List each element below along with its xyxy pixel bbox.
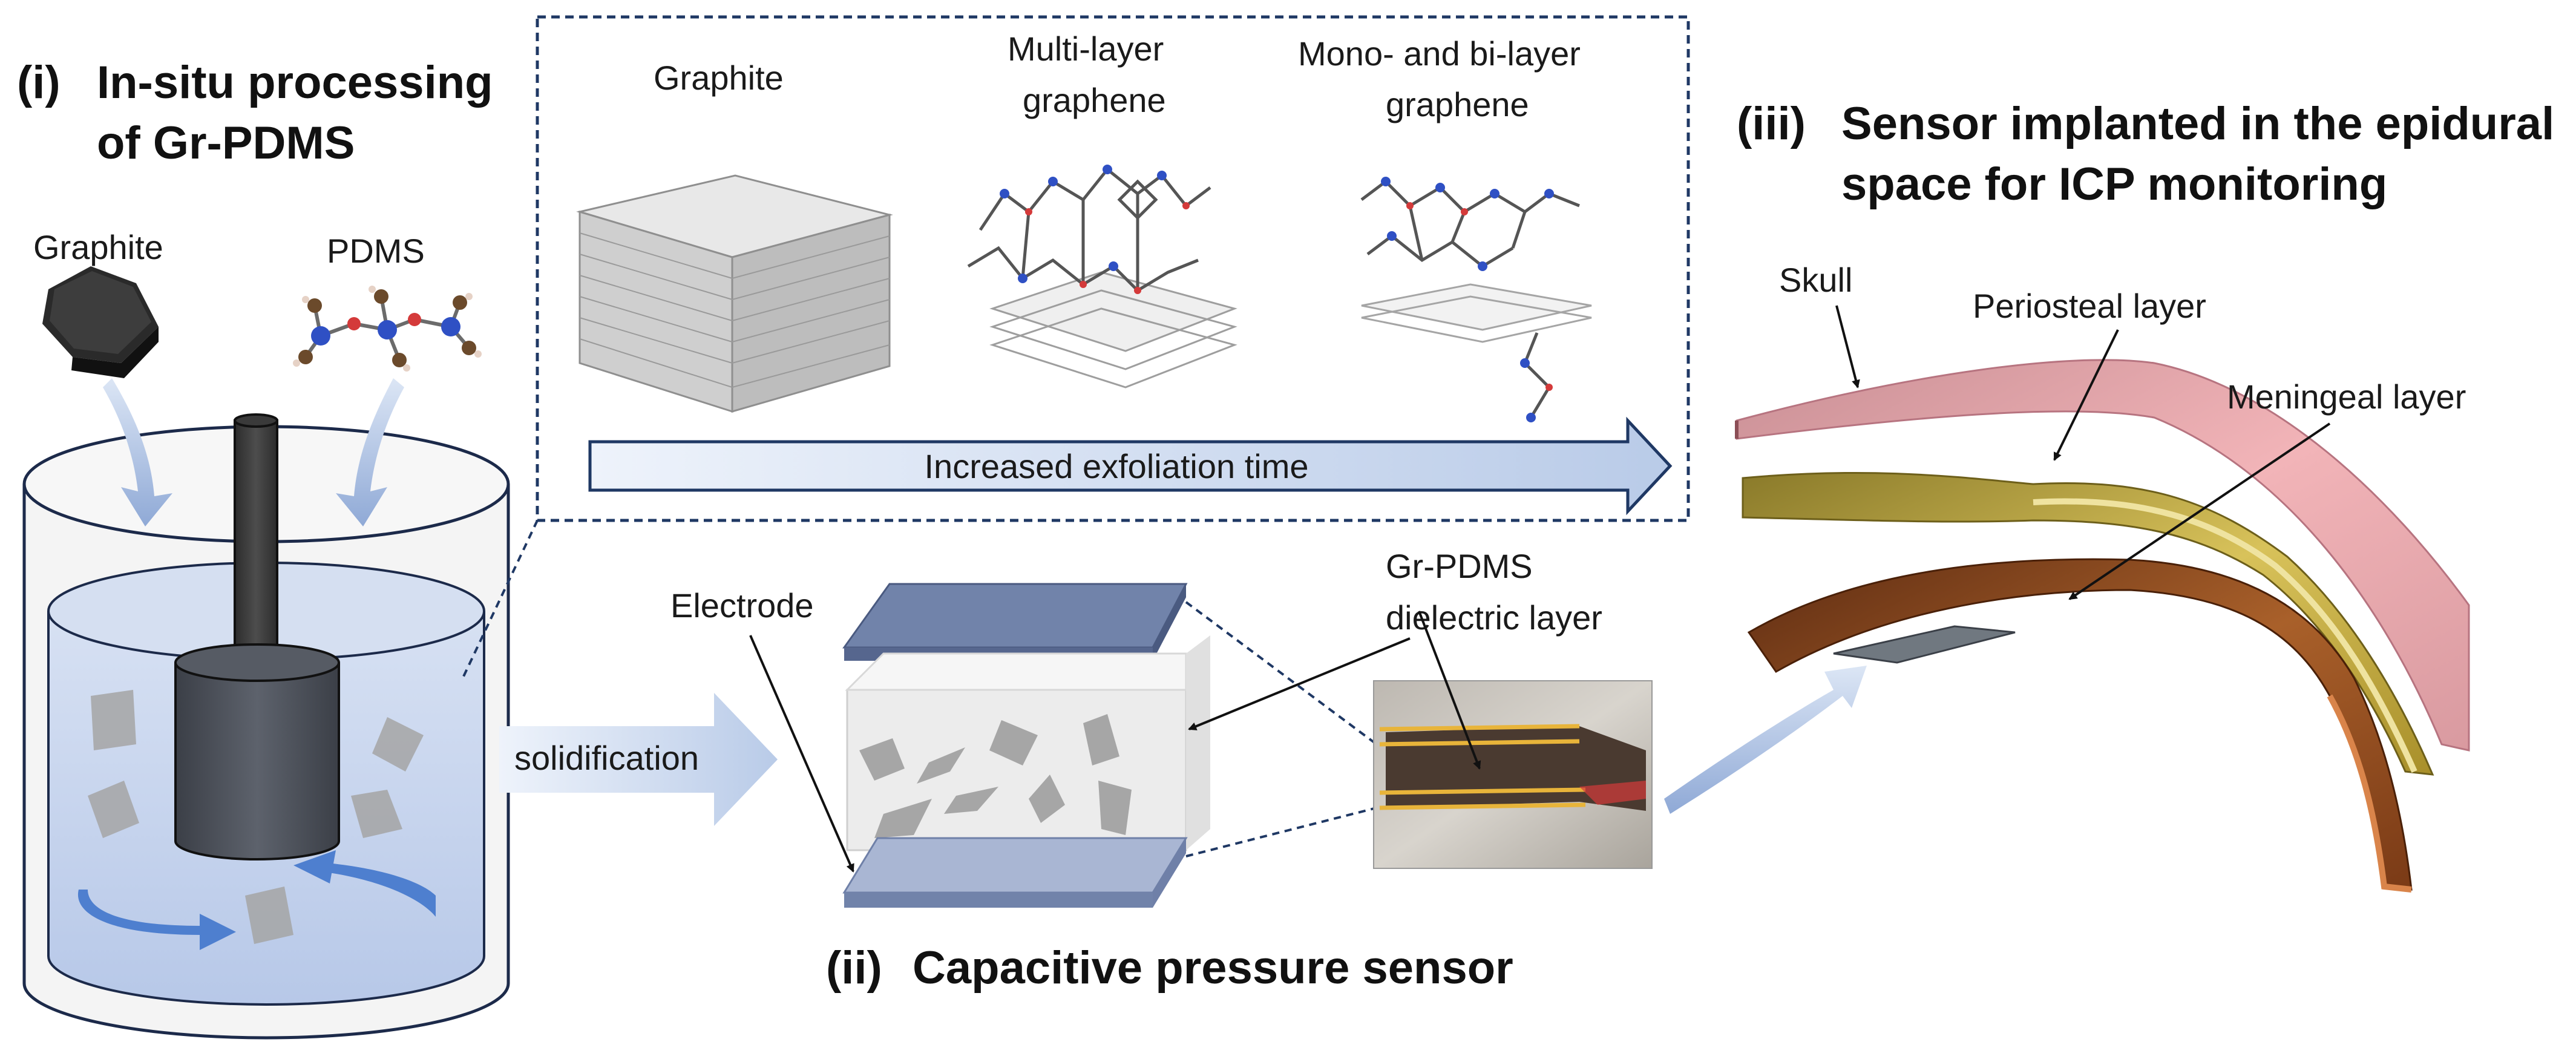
panel-ii-title: Capacitive pressure sensor <box>913 942 1513 994</box>
exfoliation-time-label: Increased exfoliation time <box>924 447 1308 485</box>
meningeal-label: Meningeal layer <box>2227 378 2466 416</box>
pdms-input-arrow <box>336 378 404 526</box>
mono-bi-layer-label-line1: Mono- and bi-layer <box>1298 34 1581 73</box>
mono-bi-layer-label-line2: graphene <box>1386 85 1529 123</box>
pdms-molecule-icon <box>293 286 482 372</box>
panel-ii: solidification Electrode <box>499 547 1653 994</box>
solidification-arrow: solidification <box>499 693 778 826</box>
graphene-flakes <box>88 690 424 944</box>
panel-ii-roman: (ii) <box>826 942 882 994</box>
electrode-label: Electrode <box>670 586 814 624</box>
panel-iii-title-line2: space for ICP monitoring <box>1841 159 2387 210</box>
panel-i-title-line1: In-situ processing <box>97 57 493 108</box>
panel-i-title-line2: of Gr-PDMS <box>97 117 355 169</box>
meningeal-layer <box>1747 558 2413 893</box>
multi-layer-label-line1: Multi-layer <box>1008 30 1164 68</box>
multi-layer-label-line2: graphene <box>1023 81 1166 119</box>
graphite-stack-icon <box>576 174 893 413</box>
mono-bi-layer-graphene-icon <box>1360 177 1592 422</box>
sensor-photo <box>1373 680 1653 869</box>
panel-iii-title-line1: Sensor implanted in the epidural <box>1841 98 2554 149</box>
pdms-label: PDMS <box>327 232 425 270</box>
exfoliation-time-arrow: Increased exfoliation time <box>588 416 1673 516</box>
skull-layer <box>1735 359 2470 752</box>
dielectric-label-line1: Gr-PDMS <box>1386 547 1533 585</box>
panel-iii: (iii) Sensor implanted in the epidural s… <box>1664 98 2554 893</box>
dielectric-block <box>845 635 1210 851</box>
top-electrode <box>842 583 1188 661</box>
multi-layer-graphene-icon <box>967 165 1237 388</box>
exfoliation-graphite-label: Graphite <box>654 59 784 97</box>
graphite-crystal-icon <box>42 266 159 378</box>
panel-i-roman: (i) <box>17 57 61 108</box>
dielectric-label-line2: dielectric layer <box>1386 598 1602 637</box>
skull-label: Skull <box>1779 261 1852 299</box>
panel-i: (i) In-situ processing of Gr-PDMS Graphi… <box>17 57 510 1040</box>
stirrer <box>174 413 340 860</box>
implanted-sensor <box>1833 625 2016 664</box>
rotation-arrows <box>77 850 436 950</box>
periosteal-label: Periosteal layer <box>1973 287 2206 325</box>
panel-iii-roman: (iii) <box>1737 98 1806 149</box>
periosteal-layer <box>1742 471 2434 776</box>
graphite-input-arrow <box>103 378 172 526</box>
solidification-label: solidification <box>514 739 699 777</box>
graphite-label-i: Graphite <box>33 228 163 266</box>
implant-arrow <box>1664 666 1867 814</box>
bottom-electrode <box>842 837 1188 908</box>
exfoliation-box: Graphite Multi-layer graphene Mono- and … <box>462 15 1690 678</box>
